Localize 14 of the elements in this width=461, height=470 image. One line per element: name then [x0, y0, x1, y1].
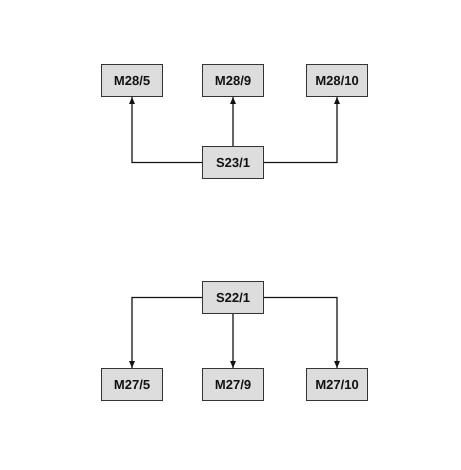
process-box: M28/5: [101, 64, 163, 97]
process-box: M28/9: [202, 64, 264, 97]
process-box: M27/10: [306, 368, 368, 401]
arrow: [264, 296, 340, 368]
process-box: M27/9: [202, 368, 264, 401]
process-box: M27/5: [101, 368, 163, 401]
arrow: [129, 296, 202, 368]
arrow: [264, 97, 340, 164]
process-box: M28/10: [306, 64, 368, 97]
arrow: [230, 314, 236, 368]
process-box: S22/1: [202, 281, 264, 314]
arrow: [230, 97, 236, 146]
arrow: [129, 97, 202, 164]
process-box: S23/1: [202, 146, 264, 179]
